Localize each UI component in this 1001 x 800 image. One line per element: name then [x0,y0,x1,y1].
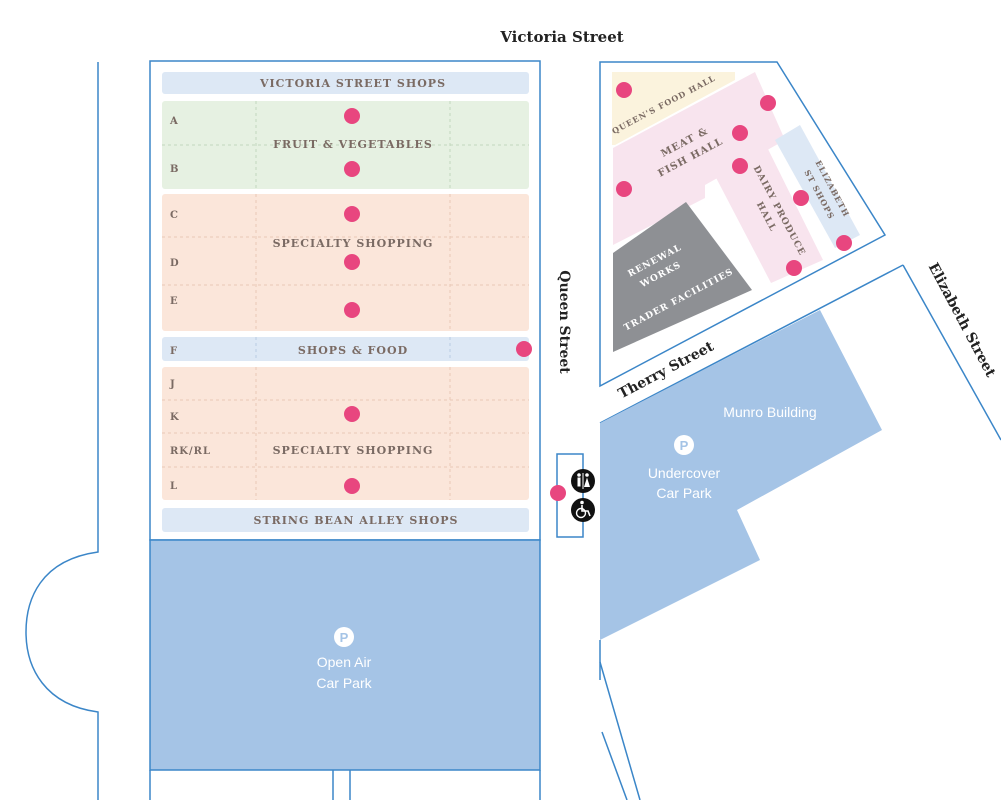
fruit-vegetables-label: FRUIT & VEGETABLES [273,138,433,151]
open-air-label-line1: Open Air [317,654,372,670]
row-k-label: K [170,412,180,423]
victoria-street-shops-label: VICTORIA STREET SHOPS [259,77,446,90]
victoria-street-shops-band[interactable] [162,72,529,94]
renewal-works[interactable] [613,202,752,352]
marker-dairy-1[interactable] [732,158,748,174]
marker-food-hall[interactable] [616,82,632,98]
parking-symbol-undercover: P [680,438,689,453]
queens-food-hall[interactable] [612,72,735,145]
toilets-icon[interactable] [571,469,595,493]
queen-street-east-outline [599,640,641,800]
meat-fish-hall[interactable] [613,72,785,245]
open-air-label-line2: Car Park [316,675,372,691]
elizabeth-st-shops[interactable] [775,125,860,248]
marker-dairy-2[interactable] [786,260,802,276]
undercover-car-park[interactable] [600,310,882,640]
marker-eliz-shops[interactable] [793,190,809,206]
marker-row-d[interactable] [344,254,360,270]
fruit-veg-dividers [162,101,529,189]
row-a-label: A [169,116,179,127]
row-f-label: F [170,346,178,357]
parking-icon-open-air [334,627,354,647]
marker-row-k[interactable] [344,406,360,422]
row-j-label: J [169,379,176,390]
therry-street-outline [599,264,1001,441]
fruit-vegetables-area[interactable] [162,101,529,189]
elizabeth-street-label: Elizabeth Street [925,260,999,380]
shops-food-dividers [255,337,451,361]
marker-row-e[interactable] [344,302,360,318]
row-c-label: C [170,210,179,221]
parking-icon-undercover [674,435,694,455]
row-e-label: E [170,296,179,307]
row-l-label: L [170,481,178,492]
specialty-2-dividers [162,367,529,500]
marker-meat-fish-2[interactable] [732,125,748,141]
shops-food-band[interactable] [162,337,529,361]
specialty-shopping-label-1: SPECIALTY SHOPPING [273,237,434,250]
marker-toilets[interactable] [550,485,566,501]
marker-row-b[interactable] [344,161,360,177]
row-d-label: D [170,258,180,269]
marker-row-l[interactable] [344,478,360,494]
marker-eliz-shops-2[interactable] [836,235,852,251]
wheelchair-icon[interactable] [571,498,595,522]
specialty-1-dividers [162,194,529,331]
row-rkrl-label: RK/RL [170,446,211,457]
marker-meat-fish-3[interactable] [616,181,632,197]
shops-food-label: SHOPS & FOOD [298,344,408,357]
string-bean-alley-label: STRING BEAN ALLEY SHOPS [254,514,459,527]
left-street-outline [25,62,541,800]
undercover-label-line2: Car Park [656,485,712,501]
undercover-label-line1: Undercover [648,465,721,481]
queen-street-label: Queen Street [556,270,572,374]
specialty-shopping-label-2: SPECIALTY SHOPPING [273,444,434,457]
marker-row-a[interactable] [344,108,360,124]
row-b-label: B [170,164,179,175]
marker-row-f[interactable] [516,341,532,357]
munro-building-label: Munro Building [723,404,816,420]
victoria-street-label: Victoria Street [499,28,623,46]
dairy-produce-hall[interactable] [712,143,823,283]
string-bean-alley-band[interactable] [162,508,529,532]
marker-meat-fish-1[interactable] [760,95,776,111]
parking-symbol-open-air: P [340,630,349,645]
marker-row-c[interactable] [344,206,360,222]
entrance-markers [344,82,852,501]
open-air-car-park[interactable] [149,539,541,771]
